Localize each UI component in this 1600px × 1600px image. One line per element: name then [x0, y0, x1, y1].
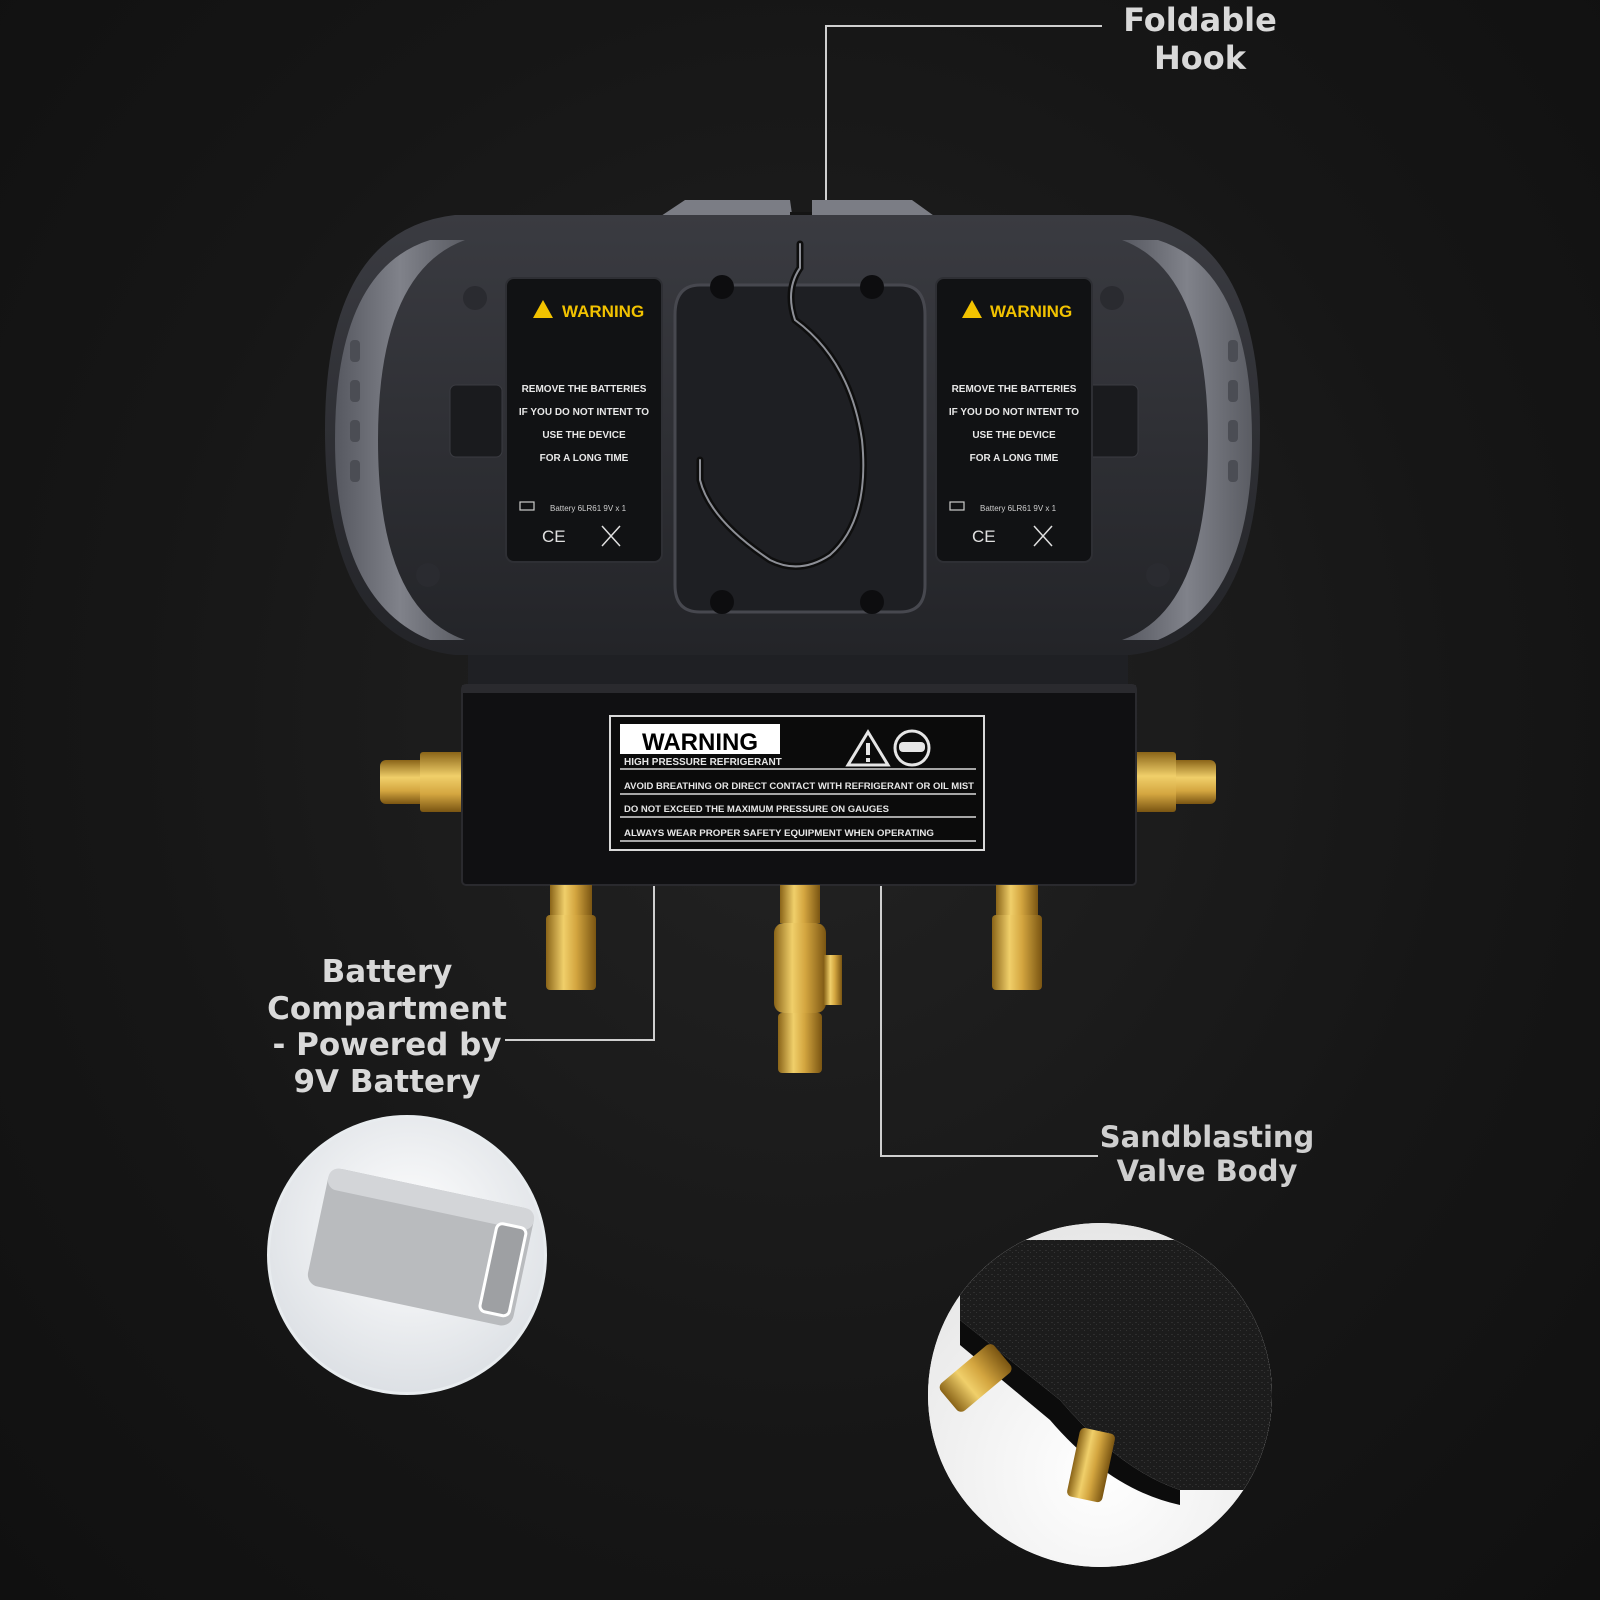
- callout-valve-line-2: Valve Body: [1116, 1154, 1298, 1189]
- manifold-label-row-4: ALWAYS WEAR PROPER SAFETY EQUIPMENT WHEN…: [624, 828, 934, 839]
- brass-fitting-left: [380, 752, 468, 812]
- nine-volt-battery-icon: [307, 1168, 535, 1326]
- battery-label-right-ce: CE: [972, 527, 996, 546]
- callout-battery-line-2: Compartment: [267, 990, 507, 1027]
- safety-goggles-icon: [893, 729, 931, 767]
- brass-port-left: [546, 885, 596, 990]
- battery-label-right-title: WARNING: [990, 302, 1072, 321]
- valve-inset-fitting-left: [939, 1344, 1012, 1412]
- manifold-warning-label: WARNING HIGH PRESSURE REFRIGERANT AVOID …: [609, 715, 985, 851]
- manifold-label-row-2: AVOID BREATHING OR DIRECT CONTACT WITH R…: [624, 781, 974, 792]
- battery-label-right-line-2: IF YOU DO NOT INTENT TO: [949, 407, 1079, 418]
- battery-label-left-line-1: REMOVE THE BATTERIES: [522, 384, 647, 395]
- callout-battery-compartment: Battery Compartment - Powered by 9V Batt…: [248, 954, 526, 1100]
- battery-inset: [267, 1115, 547, 1395]
- weee-bin-icon: [1033, 525, 1053, 547]
- battery-symbol-icon: [519, 501, 535, 511]
- battery-label-right-line-3: USE THE DEVICE: [972, 430, 1056, 441]
- callout-sandblasting-valve-body: Sandblasting Valve Body: [1092, 1120, 1322, 1188]
- battery-label-left-line-3: USE THE DEVICE: [542, 430, 626, 441]
- callout-battery-line-1: Battery: [321, 954, 453, 990]
- manifold-label-row-3: DO NOT EXCEED THE MAXIMUM PRESSURE ON GA…: [624, 804, 889, 815]
- battery-label-right: WARNING REMOVE THE BATTERIES IF YOU DO N…: [935, 277, 1093, 563]
- battery-label-left: WARNING REMOVE THE BATTERIES IF YOU DO N…: [505, 277, 663, 563]
- battery-symbol-icon: [949, 501, 965, 511]
- battery-label-right-line-4: FOR A LONG TIME: [970, 453, 1059, 464]
- callout-battery-line-4: 9V Battery: [293, 1063, 481, 1100]
- battery-label-left-line-4: FOR A LONG TIME: [540, 453, 629, 464]
- battery-label-left-line-2: IF YOU DO NOT INTENT TO: [519, 407, 649, 418]
- callout-foldable-hook-line-1: Foldable: [1123, 1, 1277, 39]
- battery-label-left-spec: Battery 6LR61 9V x 1: [550, 504, 627, 513]
- valve-body-inset: [928, 1223, 1272, 1567]
- battery-label-left-ce: CE: [542, 527, 566, 546]
- battery-label-right-line-1: REMOVE THE BATTERIES: [952, 384, 1077, 395]
- callout-battery-line-3: - Powered by: [272, 1027, 502, 1064]
- manifold-label-row-1: HIGH PRESSURE REFRIGERANT: [624, 757, 782, 768]
- hazard-warning-icon: [845, 729, 891, 767]
- battery-label-right-spec: Battery 6LR61 9V x 1: [980, 504, 1057, 513]
- valve-inset-fitting-center: [1067, 1428, 1115, 1503]
- brass-port-right: [992, 885, 1042, 990]
- callout-foldable-hook: Foldable Hook: [1110, 1, 1290, 78]
- leader-line-valve: [880, 858, 1098, 1157]
- gauge-housing: [325, 200, 1260, 655]
- weee-bin-icon: [601, 525, 621, 547]
- manifold-label-title: WARNING: [642, 729, 758, 756]
- brass-port-center: [774, 885, 842, 1073]
- callout-valve-line-1: Sandblasting: [1099, 1120, 1315, 1154]
- battery-label-left-title: WARNING: [562, 302, 644, 321]
- brass-fitting-right: [1128, 752, 1216, 812]
- callout-foldable-hook-line-2: Hook: [1153, 38, 1247, 77]
